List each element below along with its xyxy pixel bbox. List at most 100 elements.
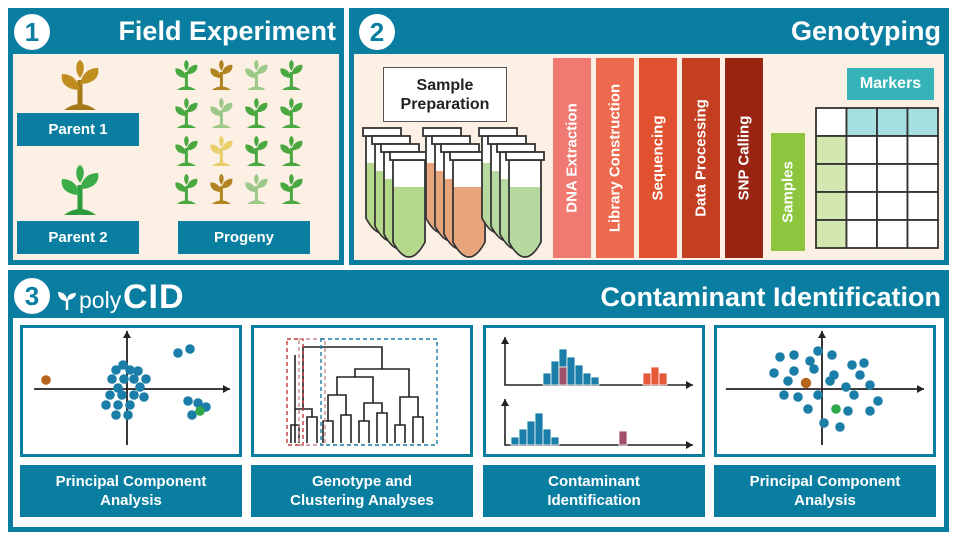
sample-dot	[113, 400, 123, 410]
sample-dot	[125, 400, 135, 410]
step-snp-calling: SNP Calling	[725, 58, 763, 258]
sample-tube-icon	[449, 151, 489, 258]
pca-scatter-after	[726, 331, 924, 445]
dendrogram-branch	[336, 376, 374, 403]
progeny-plant-icon	[245, 174, 268, 205]
step-library-construction: Library Construction	[596, 58, 634, 258]
matrix-cell	[906, 191, 939, 221]
sample-dot	[859, 358, 869, 368]
sample-dot	[183, 396, 193, 406]
progeny-plant-icon	[175, 60, 198, 91]
step-dna-extraction: DNA Extraction	[553, 58, 591, 258]
sample-dot	[803, 404, 813, 414]
matrix-cell	[815, 107, 848, 137]
sample-dot	[847, 360, 857, 370]
sample-dot	[873, 396, 883, 406]
sample-dot	[141, 374, 151, 384]
sample-dot	[789, 350, 799, 360]
cluster-box-blue	[320, 338, 438, 446]
sample-dot	[101, 400, 111, 410]
sample-dot	[117, 390, 127, 400]
sample-dot	[118, 360, 128, 370]
dendrogram-branch	[354, 368, 410, 397]
matrix-cell	[876, 135, 909, 165]
progeny-plant-icon	[175, 136, 198, 167]
progeny-plant-grid	[175, 60, 303, 205]
sample-dot	[187, 410, 197, 420]
sample-dot	[805, 356, 815, 366]
cluster-box-red	[286, 338, 304, 446]
progeny-plant-icon	[175, 98, 198, 129]
sample-preparation-line2: Preparation	[400, 96, 490, 113]
histogram-bar	[582, 372, 592, 386]
parent2-label: Parent 2	[17, 221, 139, 254]
histogram-bar	[618, 430, 628, 446]
sample-dot	[819, 418, 829, 428]
sample-tubes-icon	[362, 127, 545, 258]
progeny-plant-icon	[280, 60, 303, 91]
pca-scatter-before	[34, 331, 230, 445]
histogram-bar	[510, 436, 520, 446]
histogram-bar	[558, 366, 568, 386]
sample-dot	[835, 422, 845, 432]
sample-dot	[809, 364, 819, 374]
matrix-cell	[845, 107, 878, 137]
progeny-plant-icon	[210, 60, 233, 91]
sample-dot	[105, 390, 115, 400]
matrix-cell	[845, 191, 878, 221]
sample-dot	[789, 366, 799, 376]
matrix-cell	[815, 135, 848, 165]
step-number-2: 2	[359, 14, 395, 50]
histogram-bar	[518, 428, 528, 446]
parent-dot	[831, 404, 841, 414]
matrix-cell	[876, 107, 909, 137]
progeny-plant-icon	[280, 174, 303, 205]
sample-dot	[769, 368, 779, 378]
sample-dot	[133, 366, 143, 376]
matrix-cell	[815, 219, 848, 249]
sample-dot	[193, 398, 203, 408]
progeny-plant-icon	[245, 98, 268, 129]
histogram-bar	[574, 364, 584, 386]
sample-dot	[813, 346, 823, 356]
sample-dot	[129, 390, 139, 400]
sample-dot	[119, 374, 129, 384]
histogram-bar	[542, 372, 552, 386]
dendrogram-branch	[399, 396, 419, 425]
parent2-plant-icon	[61, 165, 99, 215]
progeny-plant-icon	[280, 136, 303, 167]
sample-dot	[123, 410, 133, 420]
dendrogram-branch	[306, 416, 318, 443]
contaminant-histograms	[501, 337, 693, 449]
step-data-processing: Data Processing	[682, 58, 720, 258]
dendrogram-branch	[394, 424, 406, 443]
dendrogram-branch	[340, 414, 352, 443]
histogram-bar	[550, 436, 560, 446]
sample-dot	[783, 376, 793, 386]
markers-label: Markers	[847, 68, 934, 100]
sample-dot	[129, 374, 139, 384]
parent-dot	[195, 406, 205, 416]
sample-preparation-line1: Sample	[416, 77, 474, 94]
sample-dot	[843, 406, 853, 416]
step-sequencing: Sequencing	[639, 58, 677, 258]
matrix-cell	[906, 135, 939, 165]
sample-dot	[775, 352, 785, 362]
sample-dot	[865, 406, 875, 416]
sample-preparation-box: Sample Preparation	[383, 67, 507, 122]
cluster-box-pink	[298, 338, 326, 446]
histogram-bar	[650, 366, 660, 386]
sample-dot	[841, 382, 851, 392]
matrix-cell	[845, 163, 878, 193]
dendrogram-branch	[358, 420, 370, 443]
histogram-axes-top	[504, 337, 693, 386]
progeny-plant-icon	[210, 98, 233, 129]
brand-poly: poly	[79, 287, 122, 313]
step-number-3: 3	[14, 278, 50, 314]
sample-dot	[135, 382, 145, 392]
sample-dot	[779, 390, 789, 400]
samples-label: Samples	[771, 133, 805, 251]
